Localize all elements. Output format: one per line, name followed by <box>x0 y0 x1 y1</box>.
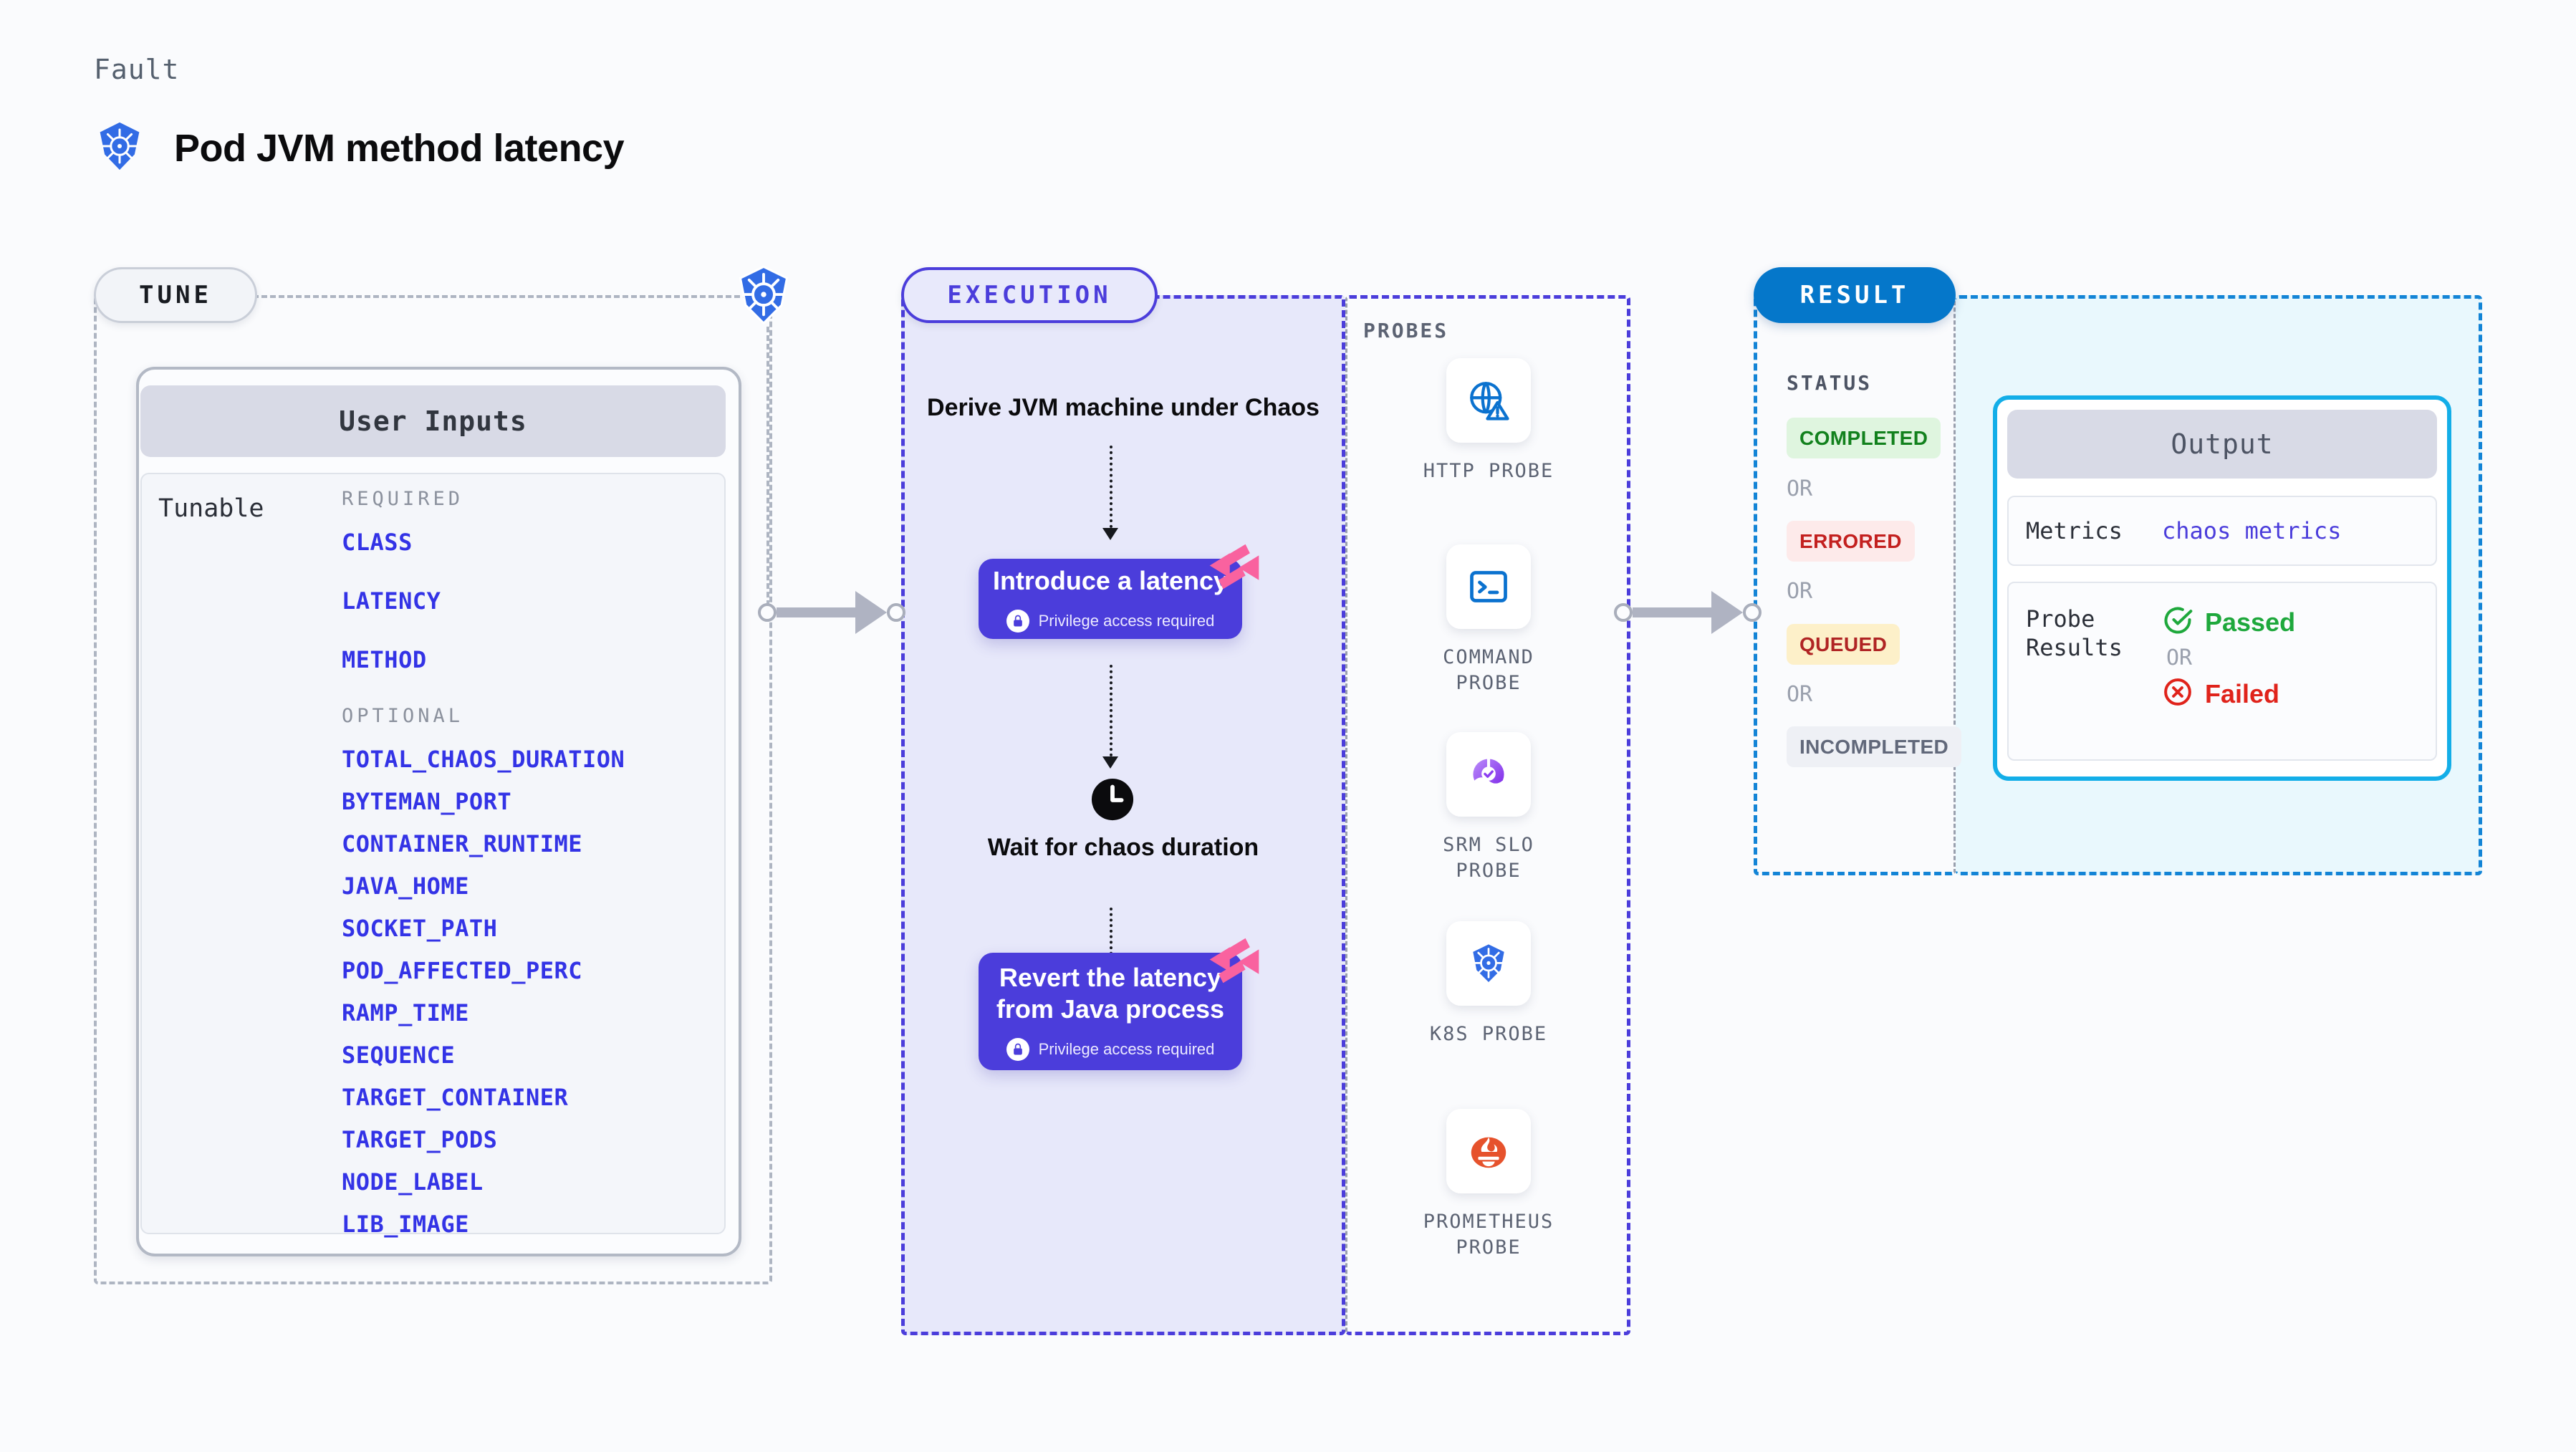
required-param-method[interactable]: METHOD <box>342 646 427 673</box>
connector-tune-to-execution <box>758 591 905 634</box>
globe-warning-icon <box>1446 358 1531 443</box>
connector-dot-end <box>1743 603 1762 622</box>
result-pill[interactable]: RESULT <box>1754 267 1956 323</box>
user-inputs-header: User Inputs <box>140 385 726 457</box>
kubernetes-icon <box>1446 921 1531 1006</box>
harness-icon <box>1206 539 1262 595</box>
harness-icon <box>1206 933 1262 989</box>
execution-pill[interactable]: EXECUTION <box>901 267 1158 323</box>
optional-param-container_runtime[interactable]: CONTAINER_RUNTIME <box>342 830 583 857</box>
kubernetes-icon <box>94 120 145 176</box>
optional-param-java_home[interactable]: JAVA_HOME <box>342 872 469 900</box>
connector-dot-end <box>887 603 905 622</box>
probes-label: PROBES <box>1363 319 1449 342</box>
optional-param-list: TOTAL_CHAOS_DURATION BYTEMAN_PORT CONTAINE… <box>342 746 714 1238</box>
status-badge-errored: ERRORED <box>1787 521 1915 562</box>
probe-result-or: OR <box>2166 645 2193 670</box>
prometheus-icon <box>1446 1109 1531 1193</box>
probe-results-values: Passed OR Failed <box>2162 605 2295 711</box>
status-badge-completed: COMPLETED <box>1787 418 1941 458</box>
srm-slo-icon <box>1446 732 1531 817</box>
execution-card2-privilege: Privilege access required <box>1006 1037 1215 1061</box>
execution-card1-subtext: Privilege access required <box>1038 611 1215 630</box>
status-badge-queued: QUEUED <box>1787 624 1900 665</box>
probe-label: HTTP PROBE <box>1423 460 1554 482</box>
status-badge-incompleted: INCOMPLETED <box>1787 726 1962 767</box>
execution-card2-subtext: Privilege access required <box>1038 1039 1215 1058</box>
required-param-list: CLASS LATENCY METHOD <box>342 529 714 673</box>
tunable-box <box>140 473 726 1234</box>
connector-execution-to-result <box>1614 591 1762 634</box>
kubernetes-badge-icon <box>732 264 795 327</box>
execution-card1-title: Introduce a latency <box>992 566 1229 596</box>
optional-param-node_label[interactable]: NODE_LABEL <box>342 1168 484 1196</box>
tune-k8s-connector <box>766 327 769 606</box>
metrics-value-link[interactable]: chaos metrics <box>2162 517 2342 544</box>
clock-icon <box>1090 777 1135 822</box>
connector-dot-start <box>758 603 777 622</box>
required-param-latency[interactable]: LATENCY <box>342 587 441 615</box>
output-metrics-row: Metrics chaos metrics <box>2007 496 2437 566</box>
status-or-3: OR <box>1787 682 1813 707</box>
x-circle-icon <box>2162 676 2193 711</box>
optional-param-sequence[interactable]: SEQUENCE <box>342 1042 456 1069</box>
execution-card2-title: Revert the latency from Java process <box>996 963 1225 1024</box>
passed-label: Passed <box>2205 607 2296 637</box>
execution-step1-label: Derive JVM machine under Chaos <box>927 394 1320 421</box>
page-title: Pod JVM method latency <box>174 126 625 170</box>
connector-arrowhead <box>855 591 887 634</box>
lock-icon <box>1006 1037 1029 1061</box>
optional-param-total_chaos_duration[interactable]: TOTAL_CHAOS_DURATION <box>342 746 625 773</box>
required-section-title: REQUIRED <box>342 488 464 510</box>
probe-result-failed: Failed <box>2162 676 2295 711</box>
page-title-row: Pod JVM method latency <box>94 120 625 176</box>
optional-param-byteman_port[interactable]: BYTEMAN_PORT <box>342 788 512 815</box>
probe-item-k8s-probe[interactable]: K8S PROBE <box>1409 921 1568 1047</box>
metrics-key: Metrics <box>2026 517 2123 544</box>
execution-step2-label: Wait for chaos duration <box>987 834 1259 861</box>
connector-line <box>1633 607 1713 617</box>
execution-card1-privilege: Privilege access required <box>1006 609 1215 633</box>
connector-arrowhead <box>1711 591 1743 634</box>
connector-dot-start <box>1614 603 1633 622</box>
failed-label: Failed <box>2205 678 2280 708</box>
output-header: Output <box>2007 410 2437 479</box>
result-status-region <box>1754 295 1956 875</box>
tune-region <box>94 295 772 1284</box>
probe-label: K8S PROBE <box>1429 1023 1548 1045</box>
status-label: STATUS <box>1787 371 1873 395</box>
status-or-1: OR <box>1787 476 1813 501</box>
lock-icon <box>1006 609 1029 633</box>
parameter-column: REQUIRED CLASS LATENCY METHOD OPTIONAL TOT… <box>342 488 714 1253</box>
probe-results-key: Probe Results <box>2026 605 2123 661</box>
probe-item-http-probe[interactable]: HTTP PROBE <box>1409 358 1568 484</box>
optional-param-lib_image[interactable]: LIB_IMAGE <box>342 1211 469 1238</box>
optional-param-socket_path[interactable]: SOCKET_PATH <box>342 915 498 942</box>
optional-param-target_pods[interactable]: TARGET_PODS <box>342 1126 498 1153</box>
tune-pill[interactable]: TUNE <box>94 267 257 323</box>
status-or-2: OR <box>1787 579 1813 604</box>
connector-line <box>777 607 857 617</box>
check-circle-icon <box>2162 605 2193 640</box>
output-probe-results-row: Probe Results Passed OR <box>2007 582 2437 761</box>
execution-card-introduce-latency[interactable]: Introduce a latency Privilege access req… <box>979 544 1259 639</box>
probe-result-passed: Passed <box>2162 605 2295 640</box>
page-eyebrow: Fault <box>94 54 180 85</box>
optional-param-target_container[interactable]: TARGET_CONTAINER <box>342 1084 569 1111</box>
optional-param-pod_affected_perc[interactable]: POD_AFFECTED_PERC <box>342 957 583 984</box>
terminal-icon <box>1446 544 1531 629</box>
optional-section-title: OPTIONAL <box>342 705 464 727</box>
execution-card-revert-latency[interactable]: Revert the latency from Java process Pri… <box>979 938 1259 1070</box>
required-param-class[interactable]: CLASS <box>342 529 413 556</box>
tunable-label: Tunable <box>158 494 264 523</box>
optional-param-ramp_time[interactable]: RAMP_TIME <box>342 999 469 1027</box>
